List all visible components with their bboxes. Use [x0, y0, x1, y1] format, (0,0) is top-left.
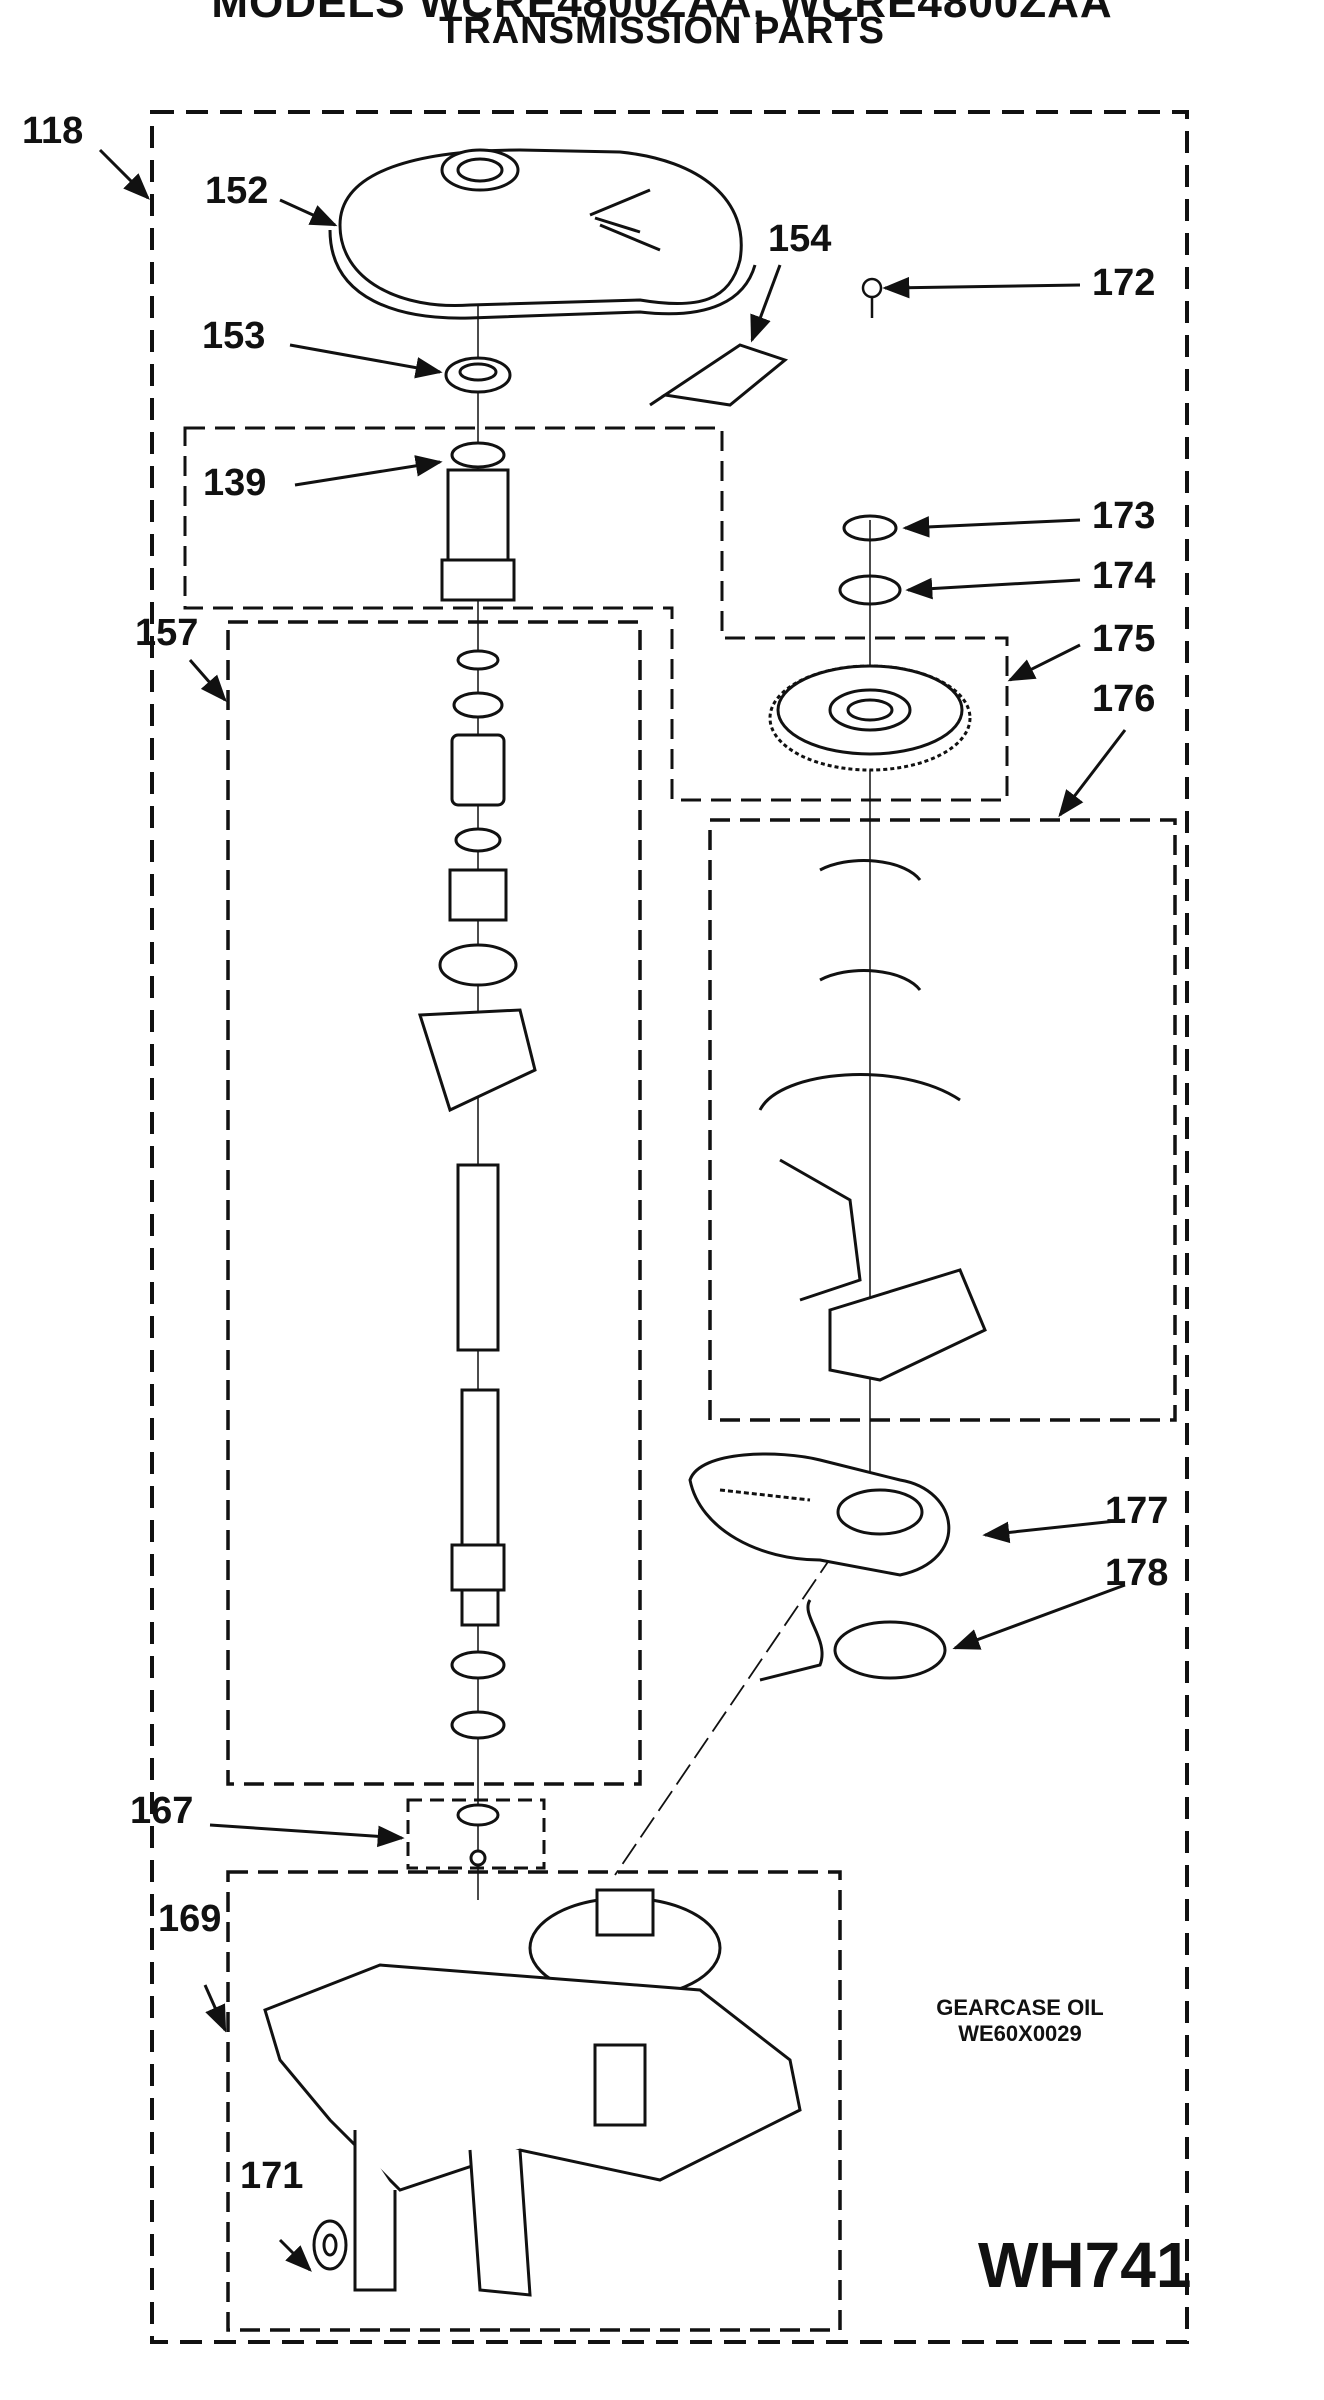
shaft-stack-157: [417, 649, 537, 1740]
page-subtitle: TRANSMISSION PARTS: [439, 10, 885, 52]
callout-178: 178: [1105, 1552, 1169, 1594]
callout-175: 175: [1092, 618, 1156, 660]
gear-cover-152: [328, 148, 757, 320]
callout-154: 154: [768, 218, 832, 260]
callout-167: 167: [130, 1790, 194, 1832]
clip-178: [759, 1599, 947, 1682]
callout-174: 174: [1092, 555, 1156, 597]
assembly-176-border: [708, 818, 1177, 1422]
oil-tube-154: [649, 343, 789, 407]
assembly-169-border: [226, 1870, 842, 2332]
assembly-139-border: [183, 426, 1009, 802]
callout-177: 177: [1105, 1490, 1169, 1532]
gearcase-oil-partno: WE60X0029: [958, 2021, 1082, 2046]
gear-175: [768, 664, 972, 772]
callout-171: 171: [240, 2155, 304, 2197]
gearcase-oil-label: GEARCASE OIL: [936, 1995, 1104, 2020]
callout-172: 172: [1092, 262, 1156, 304]
washer-174: [838, 574, 902, 606]
callout-139: 139: [203, 462, 267, 504]
callout-157: 157: [135, 612, 199, 654]
page-title: MODELS WCRE4800ZAA, WCRE4800ZAA: [211, 0, 1113, 27]
seal-153: [444, 356, 512, 394]
shift-assembly-176: [758, 859, 987, 1382]
ring-173: [842, 514, 898, 542]
washer-171: [312, 2219, 348, 2271]
diagram-code: WH741: [978, 2229, 1192, 2301]
callout-leaders: [98, 148, 1127, 2272]
assembly-157-border: [226, 620, 642, 1786]
pinion-139: [440, 441, 516, 602]
callout-153: 153: [202, 315, 266, 357]
callout-169: 169: [158, 1898, 222, 1940]
callout-152: 152: [205, 170, 269, 212]
gearcase-oil-note: GEARCASE OIL WE60X0029: [905, 1995, 1135, 2047]
washer-167: [456, 1803, 500, 1867]
assembly-118-border: [150, 110, 1189, 2344]
screw-172: [861, 277, 883, 318]
lever-177: [688, 1452, 951, 1577]
callout-176: 176: [1092, 678, 1156, 720]
gearcase-169: [263, 1888, 802, 2297]
callout-173: 173: [1092, 495, 1156, 537]
assembly-167-border: [406, 1798, 546, 1870]
callout-118: 118: [22, 110, 84, 152]
